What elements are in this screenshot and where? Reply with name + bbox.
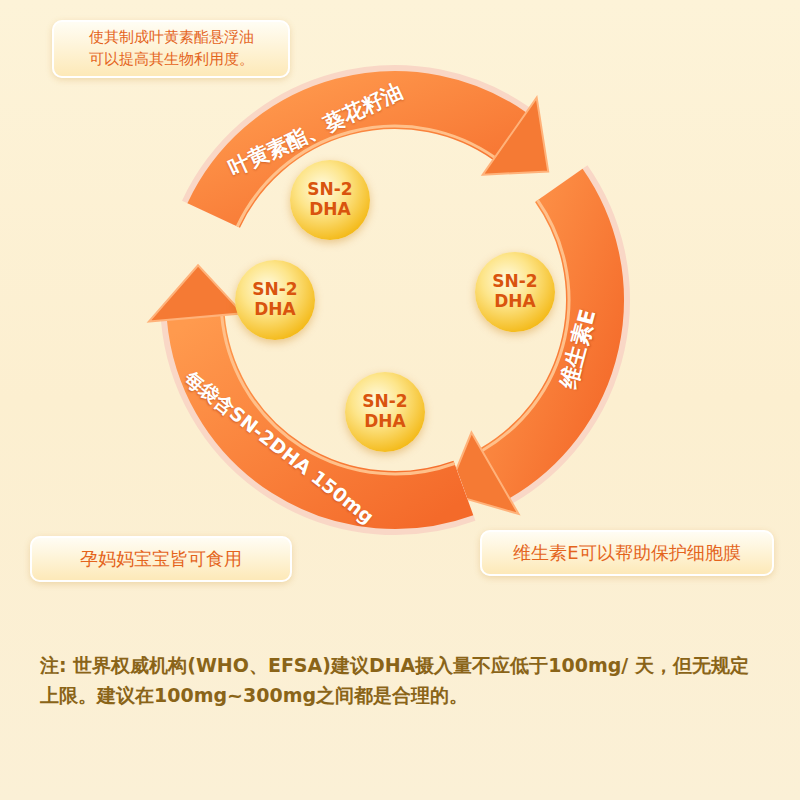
arrow-highlight — [222, 315, 455, 474]
circle-label: SN-2 DHA — [490, 272, 540, 311]
callout-text: 维生素E可以帮助保护细胞膜 — [513, 541, 740, 565]
arrow-label: 每袋含SN-2DHA 150mg — [179, 366, 379, 530]
callout-text: 孕妈妈宝宝皆可食用 — [80, 547, 242, 571]
dha-circle: SN-2 DHA — [475, 252, 555, 332]
circle-label: SN-2 DHA — [305, 180, 355, 219]
callout-box: 使其制成叶黄素酯悬浮油 可以提高其生物利用度。 — [52, 20, 290, 78]
dha-circle: SN-2 DHA — [235, 260, 315, 340]
callout-box: 孕妈妈宝宝皆可食用 — [30, 536, 292, 582]
arrow-head — [483, 98, 548, 175]
arrow-head — [149, 265, 243, 321]
circle-label: SN-2 DHA — [360, 392, 410, 431]
callout-text: 使其制成叶黄素酯悬浮油 可以提高其生物利用度。 — [86, 27, 256, 71]
dha-circle: SN-2 DHA — [290, 160, 370, 240]
arrow-label: 维生素E — [554, 306, 604, 392]
footnote: 注: 世界权威机构(WHO、EFSA)建议DHA摄入量不应低于100mg/ 天，… — [40, 650, 760, 711]
circle-label: SN-2 DHA — [250, 280, 300, 319]
dha-circle: SN-2 DHA — [345, 372, 425, 452]
callout-box: 维生素E可以帮助保护细胞膜 — [480, 530, 774, 576]
